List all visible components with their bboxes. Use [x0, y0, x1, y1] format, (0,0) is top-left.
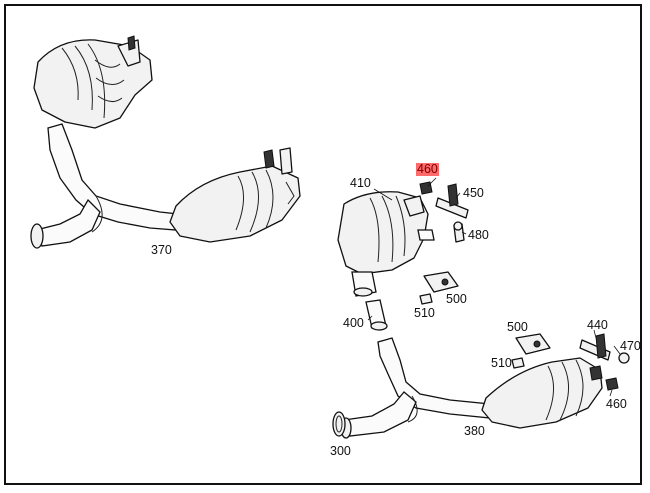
front-pipe-380[interactable]	[340, 337, 491, 439]
hanger-500-top[interactable]	[423, 271, 459, 293]
diagram-frame	[4, 4, 642, 485]
clamp-400[interactable]	[365, 299, 388, 331]
callout-400[interactable]: 400	[343, 316, 364, 330]
callout-450[interactable]: 450	[463, 186, 484, 200]
hanger-500-bottom[interactable]	[515, 333, 551, 355]
callout-300[interactable]: 300	[330, 444, 351, 458]
callout-380[interactable]: 380	[464, 424, 485, 438]
gasket-300[interactable]	[332, 411, 346, 437]
nut-460-bottom[interactable]	[605, 377, 619, 391]
callout-510-top[interactable]: 510	[414, 306, 435, 320]
catalytic-converter-370[interactable]	[169, 147, 301, 243]
callout-460-highlighted[interactable]: 460	[416, 162, 439, 176]
bolt-480[interactable]	[453, 221, 465, 243]
bracket-440[interactable]	[579, 333, 611, 361]
nut-510-bottom[interactable]	[511, 357, 525, 369]
leader-lines	[367, 177, 621, 397]
callout-370[interactable]: 370	[151, 243, 172, 257]
callout-500-bottom[interactable]: 500	[507, 320, 528, 334]
nut-510-top[interactable]	[419, 293, 433, 305]
callout-440[interactable]: 440	[587, 318, 608, 332]
rear-muffler-410[interactable]	[337, 191, 435, 297]
callout-410[interactable]: 410	[350, 176, 371, 190]
callout-470[interactable]: 470	[620, 339, 641, 353]
callout-480[interactable]: 480	[468, 228, 489, 242]
nut-470[interactable]	[618, 352, 630, 364]
callout-510-bottom[interactable]: 510	[491, 356, 512, 370]
catalytic-converter-380[interactable]	[481, 357, 603, 429]
bracket-450[interactable]	[435, 183, 469, 219]
callout-460-bottom[interactable]: 460	[606, 397, 627, 411]
callout-500-top[interactable]: 500	[446, 292, 467, 306]
rear-muffler-370[interactable]	[33, 35, 153, 129]
front-pipe-370[interactable]	[30, 123, 179, 249]
